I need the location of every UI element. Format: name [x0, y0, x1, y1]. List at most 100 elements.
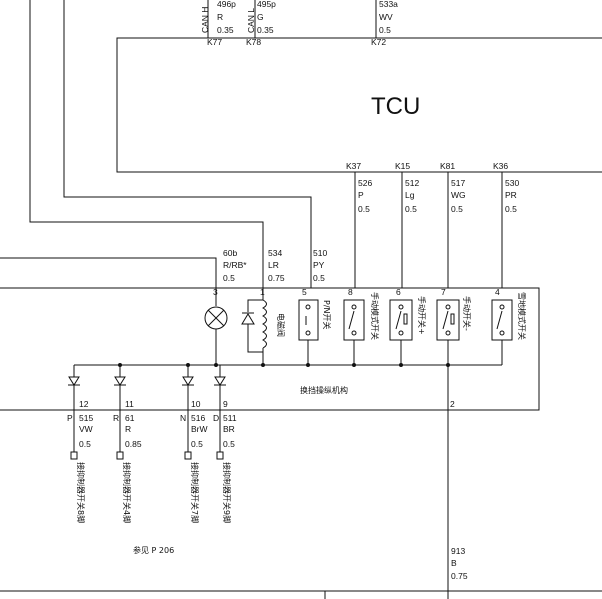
dest-r: 接抑制器开关4脚	[122, 462, 132, 523]
wire-61: 61	[125, 413, 135, 423]
wire-526: 526	[358, 178, 372, 188]
wire-510: 510	[313, 248, 327, 258]
destination-labels: 接抑制器开关8脚 接抑制器开关4脚 接抑制器开关7脚 接抑制器开关9脚	[76, 462, 232, 523]
wire-526-color: P	[358, 190, 364, 200]
tcu-pin-K77: K77	[207, 37, 222, 47]
wire-60b-color: R/RB*	[223, 260, 247, 270]
tcu-pin-K72: K72	[371, 37, 386, 47]
tcu-box	[116, 37, 602, 173]
diode-p-icon	[68, 365, 80, 460]
wire-60b-gauge: 0.5	[223, 273, 235, 283]
wire-harness	[0, 0, 503, 288]
dest-p: 接抑制器开关8脚	[76, 462, 86, 523]
pn-switch-icon: P/N开关	[298, 299, 332, 365]
diode-d-icon	[214, 365, 226, 460]
dest-n: 接抑制器开关7脚	[190, 462, 200, 523]
tcu-wire-496p: 496p	[217, 0, 236, 9]
switches: P/N开关 手动模式开关 手动开关+ 手动开关-	[298, 292, 527, 599]
tcu-label: TCU	[371, 93, 420, 120]
wire-61-color: R	[125, 424, 131, 434]
shifter-label: 换挡操纵机构	[300, 385, 348, 395]
wire-515-gauge: 0.5	[79, 439, 91, 449]
wire-534-gauge: 0.75	[268, 273, 285, 283]
tcu-pin-K15: K15	[395, 161, 410, 171]
manual-mode-switch-icon: 手动模式开关	[343, 292, 380, 365]
snow-mode-switch-icon: 雪地模式开关	[491, 292, 527, 365]
solenoid-label: 电磁阀	[276, 313, 286, 337]
shifter-box	[0, 287, 540, 411]
dest-d: 接抑制器开关9脚	[222, 462, 232, 523]
shifter-wire-labels: 60b R/RB* 0.5 534 LR 0.75 510 PY 0.5	[223, 248, 327, 283]
manual-mode-switch-label: 手动模式开关	[370, 292, 380, 340]
tcu-pin-K81: K81	[440, 161, 455, 171]
diode-r-icon	[114, 365, 126, 460]
manual-up-switch-icon: 手动开关+	[389, 296, 427, 365]
can-l-label: CAN L	[246, 8, 256, 33]
pos-d: D	[213, 413, 219, 423]
wire-530-gauge: 0.5	[505, 204, 517, 214]
tcu-wire-495p-color: G	[257, 12, 264, 22]
wire-534-color: LR	[268, 260, 279, 270]
tcu-wire-496p-color: R	[217, 12, 223, 22]
wire-61-gauge: 0.85	[125, 439, 142, 449]
wire-515: 515	[79, 413, 93, 423]
tcu-pin-K78: K78	[246, 37, 261, 47]
solenoid-valve-icon: 电磁阀	[241, 288, 286, 365]
see-also-reference: 参见 P 206	[133, 545, 174, 555]
shifter-pin-6: 6	[396, 287, 401, 297]
wire-512-gauge: 0.5	[405, 204, 417, 214]
tcu-wire-495p: 495p	[257, 0, 276, 9]
wire-530-color: PR	[505, 190, 517, 200]
wire-515-color: VW	[79, 424, 93, 434]
wire-530: 530	[505, 178, 519, 188]
indicator-lamp-icon	[204, 288, 228, 365]
shifter-pin-4: 4	[495, 287, 500, 297]
tcu-wire-495p-gauge: 0.35	[257, 25, 274, 35]
wire-511-gauge: 0.5	[223, 439, 235, 449]
tcu-pin-K36: K36	[493, 161, 508, 171]
wire-517: 517	[451, 178, 465, 188]
tcu-top-pins: K77 K78 K72 CAN H 496p R 0.35 CAN L 495p…	[200, 0, 398, 47]
wire-517-gauge: 0.5	[451, 204, 463, 214]
wire-511: 511	[223, 413, 237, 423]
wire-534: 534	[268, 248, 282, 258]
wire-913: 913	[451, 546, 465, 556]
wire-516-gauge: 0.5	[191, 439, 203, 449]
wire-510-gauge: 0.5	[313, 273, 325, 283]
tcu-bottom-pins: K37 526 P 0.5 K15 512 Lg 0.5 K81 517 WG …	[346, 161, 519, 214]
ground-wire: 913 B 0.75	[451, 546, 468, 581]
pin-10: 10	[191, 399, 201, 409]
can-h-label: CAN H	[200, 7, 210, 33]
pin-9: 9	[223, 399, 228, 409]
wire-526-gauge: 0.5	[358, 204, 370, 214]
wire-512: 512	[405, 178, 419, 188]
wire-60b: 60b	[223, 248, 237, 258]
pos-p: P	[67, 413, 73, 423]
position-diodes	[68, 365, 226, 460]
wire-516-color: BrW	[191, 424, 208, 434]
pos-n: N	[180, 413, 186, 423]
pin-12: 12	[79, 399, 89, 409]
pos-r: R	[113, 413, 119, 423]
tcu-wire-496p-gauge: 0.35	[217, 25, 234, 35]
tcu-pin-K37: K37	[346, 161, 361, 171]
pn-switch-label: P/N开关	[322, 300, 332, 330]
diode-n-icon	[182, 365, 194, 460]
wire-510-color: PY	[313, 260, 325, 270]
manual-down-switch-label: 手动开关-	[462, 296, 472, 331]
tcu-wire-533a-gauge: 0.5	[379, 25, 391, 35]
shifter-pin-8: 8	[348, 287, 353, 297]
shifter-pin-2: 2	[450, 399, 455, 409]
shifter-pin-5: 5	[302, 287, 307, 297]
snow-mode-switch-label: 雪地模式开关	[517, 292, 527, 340]
wire-913-color: B	[451, 558, 457, 568]
common-bus	[74, 363, 502, 367]
shifter-pin-7: 7	[441, 287, 446, 297]
pin-11: 11	[125, 399, 134, 409]
manual-up-switch-label: 手动开关+	[417, 296, 427, 335]
wire-913-gauge: 0.75	[451, 571, 468, 581]
wire-517-color: WG	[451, 190, 466, 200]
wire-511-color: BR	[223, 424, 235, 434]
tcu-wire-533a-color: WV	[379, 12, 393, 22]
